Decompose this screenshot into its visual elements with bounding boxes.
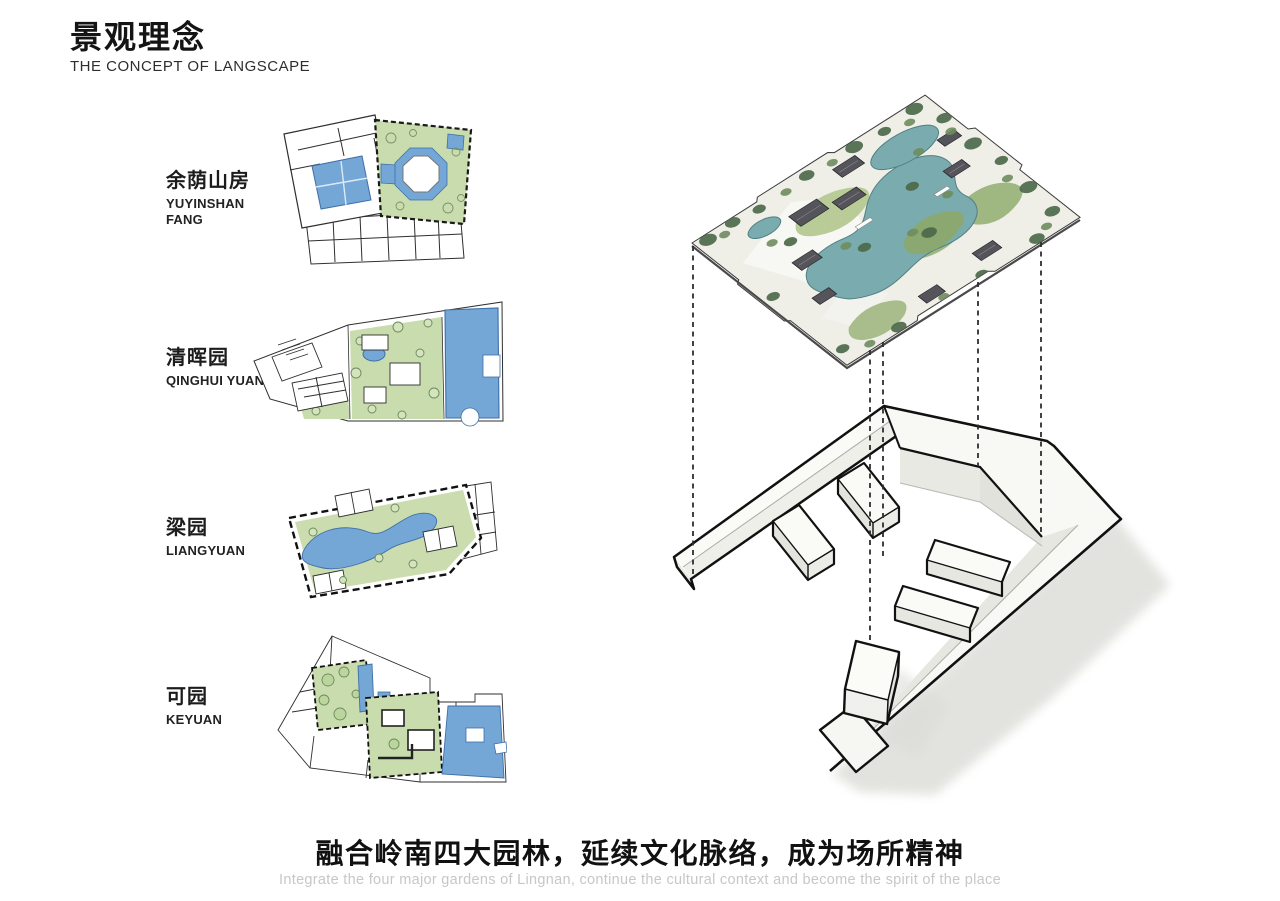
- label-qinghuiyuan: 清晖园 QINGHUI YUAN: [166, 347, 278, 389]
- header: 景观理念 THE CONCEPT OF LANGSCAPE: [70, 19, 311, 76]
- plan-qinghuiyuan: [253, 301, 504, 427]
- plan-keyuan: [277, 635, 507, 783]
- plan-yuyinshanfang: [283, 114, 473, 265]
- garden-name-en: QINGHUI YUAN: [166, 373, 265, 388]
- garden-name-cn: 余荫山房: [166, 170, 250, 192]
- label-yuyinshanfang: 余荫山房 YUYINSHAN FANG: [166, 170, 278, 229]
- garden-name-en: LIANGYUAN: [166, 543, 246, 558]
- plan-liangyuan: [287, 481, 498, 599]
- concept-axonometric: [672, 60, 1170, 795]
- masterplan-rendering: [685, 90, 1085, 368]
- garden-name-cn: 梁园: [166, 517, 208, 539]
- label-keyuan: 可园 KEYUAN: [166, 686, 278, 728]
- garden-name-en: YUYINSHAN FANG: [166, 196, 245, 228]
- label-liangyuan: 梁园 LIANGYUAN: [166, 517, 278, 559]
- footer-caption-en: Integrate the four major gardens of Ling…: [279, 872, 1001, 888]
- massing-model: [672, 404, 1170, 795]
- garden-name-en: KEYUAN: [166, 712, 223, 727]
- page-title: 景观理念: [70, 19, 207, 55]
- projection-lines: [692, 242, 1042, 640]
- garden-name-cn: 清晖园: [166, 347, 229, 369]
- footer-caption-cn: 融合岭南四大园林，延续文化脉络，成为场所精神: [315, 838, 965, 869]
- page-subtitle: THE CONCEPT OF LANGSCAPE: [70, 58, 311, 76]
- garden-name-cn: 可园: [166, 686, 208, 708]
- masterplan-edge: [691, 219, 1081, 370]
